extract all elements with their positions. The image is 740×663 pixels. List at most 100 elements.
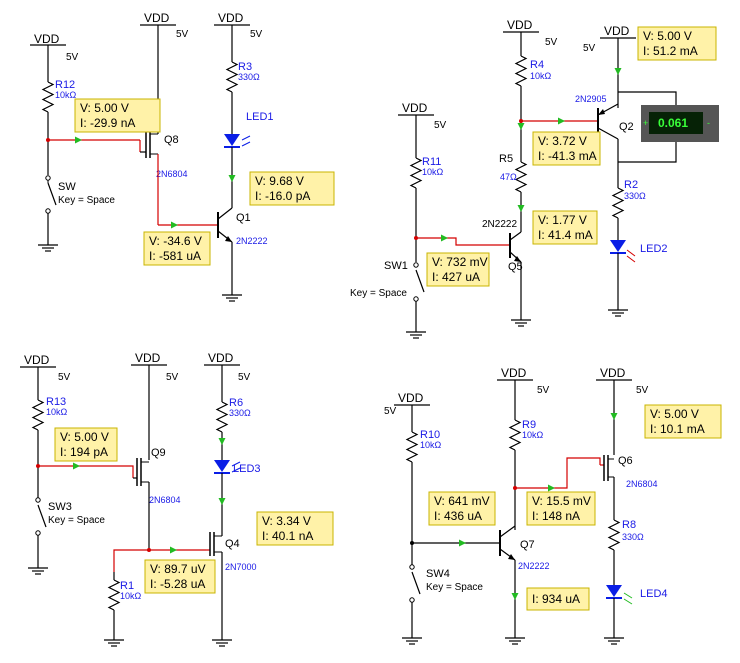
resistor-r9[interactable]: R9 10kΩ bbox=[509, 419, 544, 451]
svg-text:10kΩ: 10kΩ bbox=[422, 167, 444, 177]
probe-c3-q4: V: 3.34 V I: 40.1 nA bbox=[256, 511, 334, 546]
svg-text:5V: 5V bbox=[537, 385, 550, 396]
svg-text:2N6804: 2N6804 bbox=[156, 169, 188, 179]
svg-text:I: -5.28 uA: I: -5.28 uA bbox=[150, 577, 205, 591]
resistor-r5[interactable]: R5 47Ω bbox=[499, 153, 527, 193]
svg-text:VDD: VDD bbox=[398, 391, 424, 405]
svg-text:5V: 5V bbox=[545, 37, 558, 48]
resistor-r1[interactable]: R1 10kΩ bbox=[108, 579, 142, 611]
svg-text:5V: 5V bbox=[384, 406, 397, 417]
svg-text:5V: 5V bbox=[238, 372, 251, 383]
probe-c4-collector: V: 15.5 mV I: 148 nA bbox=[526, 491, 596, 526]
svg-text:I: -29.9 nA: I: -29.9 nA bbox=[80, 116, 135, 130]
led-led3[interactable]: LED3 bbox=[214, 460, 261, 475]
svg-text:2N2222: 2N2222 bbox=[518, 561, 550, 571]
bjt-q5[interactable]: Q5 2N2222 bbox=[482, 219, 523, 273]
svg-text:R2: R2 bbox=[624, 179, 638, 191]
led-led2[interactable]: LED2 bbox=[610, 240, 668, 263]
circuit-2: VDD 5V R11 10kΩ SW1 Key = Space VDD 5V bbox=[350, 18, 719, 339]
svg-text:VDD: VDD bbox=[218, 11, 244, 25]
svg-text:5V: 5V bbox=[250, 29, 263, 40]
svg-text:330Ω: 330Ω bbox=[622, 532, 644, 542]
svg-text:R6: R6 bbox=[229, 397, 243, 409]
led-led1[interactable]: LED1 bbox=[224, 111, 274, 148]
vdd-rail-c2-right: VDD 5V bbox=[583, 24, 636, 54]
svg-text:5V: 5V bbox=[583, 43, 596, 54]
ground-symbol bbox=[510, 319, 532, 327]
resistor-r13[interactable]: R13 10kΩ bbox=[32, 396, 68, 431]
led-led4[interactable]: LED4 bbox=[606, 585, 668, 605]
probe-c4-q6: V: 5.00 V I: 10.1 mA bbox=[644, 404, 722, 439]
svg-text:V: 89.7 uV: V: 89.7 uV bbox=[150, 562, 206, 576]
svg-text:I: 51.2 mA: I: 51.2 mA bbox=[643, 44, 698, 58]
svg-text:5V: 5V bbox=[66, 52, 79, 63]
svg-text:330Ω: 330Ω bbox=[624, 191, 646, 201]
bjt-q7[interactable]: Q7 2N2222 bbox=[499, 525, 550, 571]
vdd-rail-c4-mid: VDD 5V bbox=[497, 366, 550, 396]
svg-text:Key = Space: Key = Space bbox=[350, 288, 407, 299]
svg-text:V: 9.68 V: V: 9.68 V bbox=[255, 174, 304, 188]
svg-text:VDD: VDD bbox=[501, 366, 527, 380]
vdd-rail-c3-right: VDD 5V bbox=[204, 351, 251, 383]
svg-text:LED2: LED2 bbox=[640, 243, 668, 255]
ammeter-display[interactable]: 0.061 + - bbox=[641, 105, 719, 142]
svg-text:V: 5.00 V: V: 5.00 V bbox=[60, 430, 109, 444]
mosfet-q6[interactable]: Q6 2N6804 bbox=[600, 455, 658, 489]
svg-text:2N2222: 2N2222 bbox=[482, 219, 517, 230]
vdd-rail-c4-right: VDD 5V bbox=[596, 366, 649, 396]
mosfet-q8[interactable]: Q8 2N6804 bbox=[139, 130, 188, 179]
circuit-4: VDD 5V R10 10kΩ SW4 Key = Space VDD 5V bbox=[384, 366, 722, 645]
svg-text:V: 5.00 V: V: 5.00 V bbox=[643, 29, 692, 43]
svg-text:I: -581 uA: I: -581 uA bbox=[149, 249, 201, 263]
resistor-r2[interactable]: R2 330Ω bbox=[612, 179, 646, 219]
probe-c2-r4: V: 3.72 V I: -41.3 mA bbox=[532, 131, 601, 166]
vdd-rail-c2-left: VDD 5V bbox=[398, 101, 447, 131]
svg-text:I: 148 nA: I: 148 nA bbox=[532, 509, 580, 523]
probe-c3-r1: V: 89.7 uV I: -5.28 uA bbox=[144, 559, 216, 594]
probe-c2-top: V: 5.00 V I: 51.2 mA bbox=[637, 26, 717, 61]
switch-sw4[interactable]: SW4 Key = Space bbox=[409, 564, 484, 603]
bjt-q2[interactable]: Q2 2N2905 bbox=[575, 94, 634, 140]
svg-text:LED4: LED4 bbox=[640, 588, 668, 600]
resistor-r3[interactable]: R3 330Ω bbox=[226, 61, 260, 93]
svg-text:V: 5.00 V: V: 5.00 V bbox=[650, 407, 699, 421]
mosfet-q4[interactable]: Q4 2N7000 bbox=[206, 532, 257, 572]
svg-text:I: -41.3 mA: I: -41.3 mA bbox=[538, 149, 597, 163]
mosfet-q9[interactable]: Q9 2N6804 bbox=[133, 447, 181, 505]
resistor-r11[interactable]: R11 10kΩ bbox=[410, 156, 444, 189]
resistor-r4[interactable]: R4 10kΩ bbox=[515, 55, 552, 87]
svg-text:LED3: LED3 bbox=[233, 463, 261, 475]
resistor-r6[interactable]: R6 330Ω bbox=[216, 397, 251, 433]
svg-text:-: - bbox=[707, 118, 710, 128]
ground-symbol bbox=[405, 331, 427, 339]
svg-text:I: 40.1 nA: I: 40.1 nA bbox=[262, 529, 313, 543]
ground-symbol bbox=[607, 309, 629, 317]
resistor-r10[interactable]: R10 10kΩ bbox=[406, 429, 442, 463]
svg-text:V: 732 mV: V: 732 mV bbox=[432, 255, 488, 269]
svg-text:2N2905: 2N2905 bbox=[575, 94, 607, 104]
svg-text:5V: 5V bbox=[434, 120, 447, 131]
svg-text:Key = Space: Key = Space bbox=[48, 515, 105, 526]
switch-sw[interactable]: SW Key = Space bbox=[45, 175, 116, 214]
resistor-r8[interactable]: R8 330Ω bbox=[608, 519, 644, 551]
svg-text:I: -16.0 pA: I: -16.0 pA bbox=[255, 189, 310, 203]
ground-symbol bbox=[27, 567, 49, 575]
switch-sw1[interactable]: SW1 Key = Space bbox=[350, 260, 425, 302]
svg-text:5V: 5V bbox=[636, 385, 649, 396]
bjt-q1[interactable]: Q1 2N2222 bbox=[217, 207, 268, 246]
probe-c4-emitter: I: 934 uA bbox=[526, 587, 590, 611]
resistor-r12[interactable]: R12 10kΩ bbox=[42, 79, 77, 113]
svg-text:I: 934 uA: I: 934 uA bbox=[532, 592, 580, 606]
switch-sw3[interactable]: SW3 Key = Space bbox=[35, 497, 106, 536]
svg-text:R5: R5 bbox=[499, 153, 513, 165]
ground-symbol bbox=[603, 637, 625, 645]
svg-text:SW3: SW3 bbox=[48, 501, 72, 513]
svg-text:5V: 5V bbox=[58, 372, 71, 383]
vdd-rail-c2-mid: VDD 5V bbox=[503, 18, 558, 48]
svg-text:I: 427 uA: I: 427 uA bbox=[432, 270, 480, 284]
svg-text:I: 194 pA: I: 194 pA bbox=[60, 445, 108, 459]
svg-text:VDD: VDD bbox=[144, 11, 170, 25]
svg-text:330Ω: 330Ω bbox=[229, 408, 251, 418]
svg-text:Q1: Q1 bbox=[236, 212, 251, 224]
